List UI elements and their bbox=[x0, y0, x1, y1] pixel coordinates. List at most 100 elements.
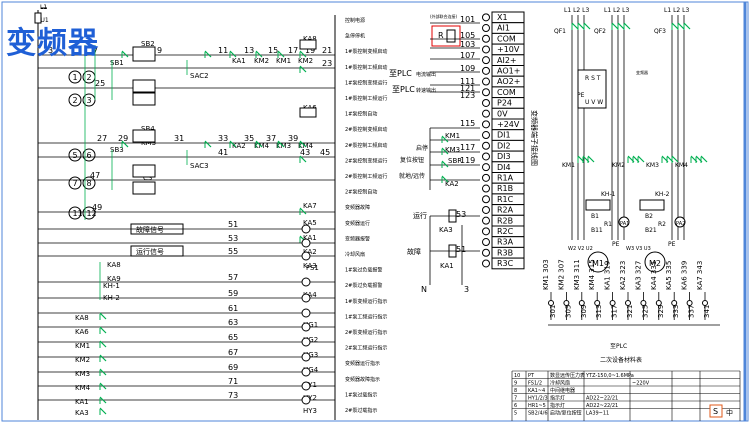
table-cell: AD22~22/21 bbox=[586, 396, 618, 402]
terminal-label: DI1 bbox=[497, 131, 511, 140]
wire-number: 19 bbox=[305, 46, 315, 55]
wire-number: 65 bbox=[228, 333, 238, 342]
motor-label: M1 bbox=[592, 259, 604, 268]
page-title: 变频器 bbox=[6, 26, 99, 61]
toolbar-icon bbox=[709, 404, 723, 418]
input-label: KM1 bbox=[445, 132, 460, 140]
relay-caption: 故障 bbox=[407, 247, 421, 256]
contactor-label: KM3 bbox=[646, 162, 659, 169]
left-column-label: KM3 bbox=[75, 370, 90, 378]
right-description: 1#泵工频运行指示 bbox=[345, 313, 387, 320]
terminal-label: R2B bbox=[497, 216, 513, 225]
contact bbox=[99, 312, 107, 320]
table-cell: 8 bbox=[514, 388, 517, 394]
terminal-label: R3C bbox=[497, 259, 514, 268]
lamp-coil bbox=[301, 238, 311, 248]
right-description: 1#泵控制变频启动 bbox=[345, 48, 387, 55]
component-label: SAC3 bbox=[190, 162, 209, 170]
contact bbox=[99, 368, 107, 376]
contact bbox=[277, 50, 285, 58]
wire-number: 55 bbox=[228, 247, 238, 256]
inverter-terminals: R S T bbox=[585, 75, 601, 82]
bottom-number: 325 bbox=[641, 305, 649, 318]
resistor bbox=[446, 29, 456, 43]
contact bbox=[204, 50, 212, 58]
table-cell: 数显远传压力表 bbox=[550, 372, 585, 379]
wire-number: 21 bbox=[322, 46, 332, 55]
breaker-label: QF3 bbox=[654, 28, 666, 35]
wire-number: 9 bbox=[157, 46, 162, 55]
ct-label: B2 bbox=[645, 213, 653, 220]
terminal-label: +24V bbox=[497, 120, 520, 129]
input-label: KA2 bbox=[445, 180, 459, 188]
circled-number: 2 bbox=[87, 73, 92, 82]
run-signal-label: 运行信号 bbox=[136, 247, 164, 256]
wire-number: 45 bbox=[320, 148, 330, 157]
motor-label: M2 bbox=[649, 259, 661, 268]
bottom-number: 341 bbox=[703, 305, 711, 318]
table-cell: AD22~22/21 bbox=[586, 403, 618, 409]
wire-number: 69 bbox=[228, 363, 238, 372]
plc-label: 至PLC bbox=[392, 85, 415, 94]
terminal-label: 0V bbox=[497, 109, 508, 118]
wire-number: 13 bbox=[244, 46, 254, 55]
table-cell: HR1~5 bbox=[528, 403, 546, 409]
terminal-screw bbox=[482, 98, 490, 107]
contact bbox=[99, 354, 107, 362]
component-label: KM2 bbox=[254, 57, 269, 65]
wire-number: 11 bbox=[218, 46, 228, 55]
component-label: FS1 bbox=[306, 264, 319, 272]
wire-number: 59 bbox=[228, 289, 238, 298]
table-cell: 启动/复位按钮 bbox=[550, 410, 582, 417]
left-column-label: KM1 bbox=[75, 342, 90, 350]
terminal-label: R1B bbox=[497, 184, 513, 193]
ct-label: R1 bbox=[604, 221, 612, 228]
lamp-coil bbox=[301, 352, 311, 362]
circled-node bbox=[68, 206, 82, 220]
inverter-block bbox=[577, 69, 607, 109]
contactor-label: KM4 bbox=[675, 162, 688, 169]
wire-number: 61 bbox=[228, 304, 238, 313]
toolbar-glyph: S bbox=[713, 407, 718, 416]
component-label: HG1 bbox=[303, 321, 318, 329]
lamp-coil bbox=[301, 308, 311, 318]
terminal-screw bbox=[482, 131, 490, 140]
breaker-label: QF1 bbox=[554, 28, 566, 35]
lamp-coil bbox=[301, 224, 311, 234]
breaker-contact bbox=[623, 22, 631, 30]
terminal-screw bbox=[482, 259, 490, 268]
table-cell: 6 bbox=[514, 403, 517, 409]
ammeter-label: PA1 bbox=[620, 221, 629, 227]
right-description: 1#泵变频运行指示 bbox=[345, 298, 387, 305]
component-label: KA2 bbox=[303, 248, 317, 256]
wire-number: 49 bbox=[92, 203, 102, 212]
relay-label: KA3 bbox=[439, 226, 453, 234]
component-label: KA5 bbox=[303, 219, 317, 227]
terminal-screw bbox=[482, 205, 490, 214]
table-cell: 指示灯 bbox=[550, 395, 565, 402]
wire-number: 63 bbox=[228, 318, 238, 327]
component-label: HG3 bbox=[303, 351, 318, 359]
relay-label: KA1 bbox=[440, 262, 454, 270]
motor-m1 bbox=[587, 251, 609, 273]
right-description: 1#泵控制自动 bbox=[345, 111, 377, 118]
component-label: KA8 bbox=[107, 261, 121, 269]
wire-number: 53 bbox=[228, 234, 238, 243]
input-label: SBR bbox=[448, 157, 462, 165]
right-description: 2#泵过负载报警 bbox=[345, 282, 382, 289]
relay-box bbox=[132, 164, 156, 178]
wire-number: 35 bbox=[244, 134, 254, 143]
contactor-contact bbox=[587, 155, 595, 163]
ct-label: R2 bbox=[658, 221, 666, 228]
terminal-screw bbox=[482, 109, 490, 118]
component-label: SB1 bbox=[110, 59, 124, 67]
contact bbox=[299, 155, 307, 163]
terminal-label: AO1+ bbox=[497, 67, 520, 76]
wire-number: 109 bbox=[460, 64, 475, 73]
lamp-coil bbox=[301, 251, 311, 261]
terminal-label: R3B bbox=[497, 248, 513, 257]
component-label: SAC2 bbox=[190, 72, 209, 80]
terminal-screw bbox=[482, 184, 490, 193]
plc-label: 至PLC bbox=[389, 69, 412, 78]
